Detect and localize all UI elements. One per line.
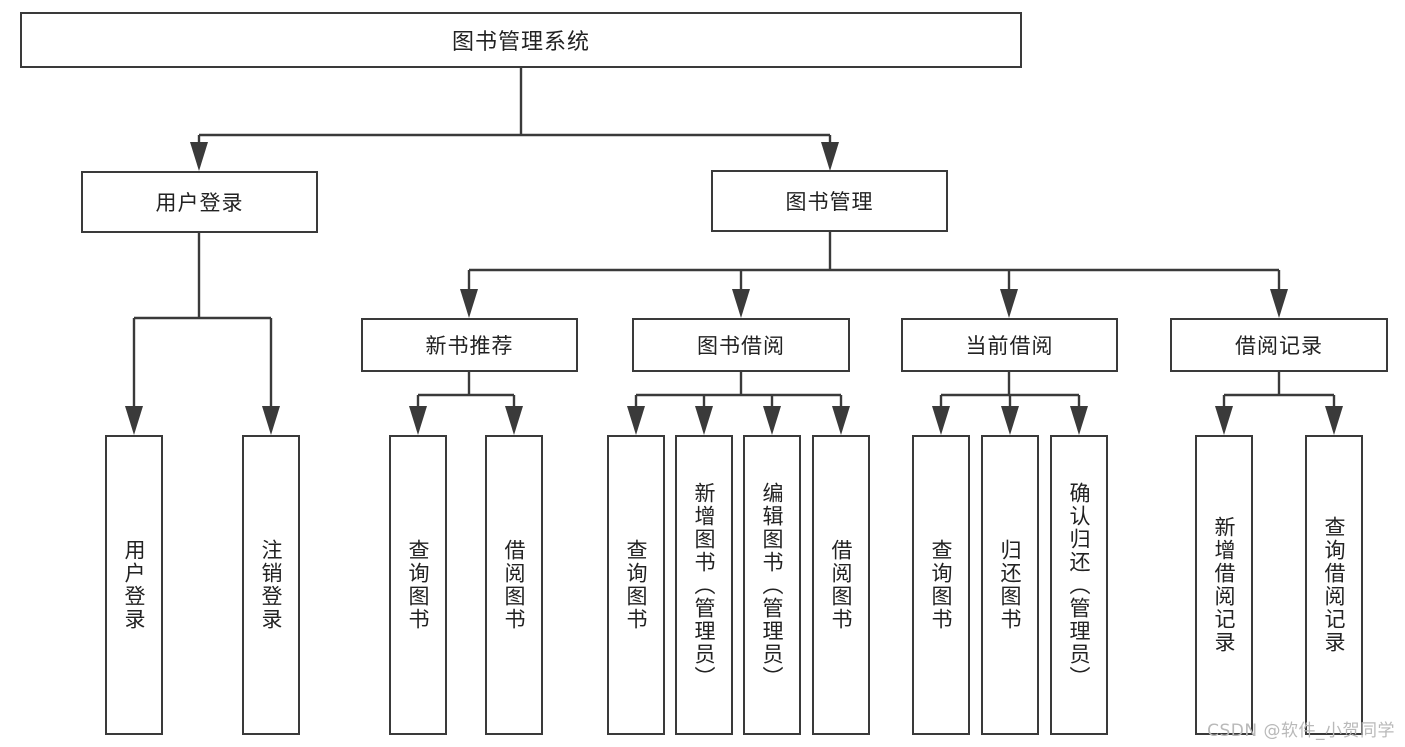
node-leaf-query-book-1-label: 查询图书 <box>406 539 431 631</box>
node-root[interactable]: 图书管理系统 <box>20 12 1022 68</box>
node-leaf-add-book-label: 新增图书（管理员） <box>692 481 717 689</box>
node-leaf-logout[interactable]: 注销登录 <box>242 435 300 735</box>
arrow-leaf-confirm-return <box>1070 406 1088 435</box>
arrow-leaf-query-book-3 <box>932 406 950 435</box>
arrow-leaf-return-book <box>1001 406 1019 435</box>
node-leaf-user-login-label: 用户登录 <box>122 539 147 631</box>
arrow-current-borrow <box>1000 289 1018 318</box>
node-leaf-confirm-return[interactable]: 确认归还（管理员） <box>1050 435 1108 735</box>
arrow-borrow-record <box>1270 289 1288 318</box>
node-leaf-borrow-book-1-label: 借阅图书 <box>502 539 527 631</box>
node-borrow-record[interactable]: 借阅记录 <box>1170 318 1388 372</box>
node-leaf-user-login[interactable]: 用户登录 <box>105 435 163 735</box>
arrow-book-manage <box>821 142 839 171</box>
node-leaf-logout-label: 注销登录 <box>259 539 284 631</box>
node-new-book-recommend[interactable]: 新书推荐 <box>361 318 578 372</box>
node-leaf-borrow-book-2[interactable]: 借阅图书 <box>812 435 870 735</box>
node-leaf-add-record-label: 新增借阅记录 <box>1212 516 1237 654</box>
node-leaf-query-book-1[interactable]: 查询图书 <box>389 435 447 735</box>
arrow-leaf-add-book <box>695 406 713 435</box>
arrow-leaf-borrow-book-2 <box>832 406 850 435</box>
node-leaf-query-book-2-label: 查询图书 <box>624 539 649 631</box>
arrow-leaf-add-record <box>1215 406 1233 435</box>
arrow-leaf-query-book-1 <box>409 406 427 435</box>
arrow-leaf-query-book-2 <box>627 406 645 435</box>
node-user-login-label: 用户登录 <box>155 191 244 215</box>
node-leaf-query-book-3[interactable]: 查询图书 <box>912 435 970 735</box>
node-leaf-edit-book[interactable]: 编辑图书（管理员） <box>743 435 801 735</box>
arrow-book-borrow <box>732 289 750 318</box>
node-leaf-query-record[interactable]: 查询借阅记录 <box>1305 435 1363 735</box>
node-leaf-query-record-label: 查询借阅记录 <box>1322 516 1347 654</box>
node-leaf-query-book-3-label: 查询图书 <box>929 539 954 631</box>
node-book-borrow[interactable]: 图书借阅 <box>632 318 850 372</box>
arrow-leaf-query-record <box>1325 406 1343 435</box>
arrow-leaf-borrow-book-1 <box>505 406 523 435</box>
node-leaf-borrow-book-2-label: 借阅图书 <box>829 539 854 631</box>
node-leaf-query-book-2[interactable]: 查询图书 <box>607 435 665 735</box>
node-leaf-return-book-label: 归还图书 <box>998 539 1023 631</box>
node-current-borrow[interactable]: 当前借阅 <box>901 318 1118 372</box>
node-book-manage[interactable]: 图书管理 <box>711 170 948 232</box>
node-book-borrow-label: 图书借阅 <box>697 334 785 358</box>
arrow-leaf-user-login <box>125 406 143 435</box>
node-leaf-confirm-return-label: 确认归还（管理员） <box>1067 481 1092 689</box>
node-new-book-recommend-label: 新书推荐 <box>425 334 514 358</box>
node-leaf-return-book[interactable]: 归还图书 <box>981 435 1039 735</box>
node-root-label: 图书管理系统 <box>451 30 590 55</box>
arrow-leaf-edit-book <box>763 406 781 435</box>
node-leaf-edit-book-label: 编辑图书（管理员） <box>760 481 785 689</box>
node-current-borrow-label: 当前借阅 <box>965 334 1054 358</box>
node-leaf-add-book[interactable]: 新增图书（管理员） <box>675 435 733 735</box>
node-leaf-borrow-book-1[interactable]: 借阅图书 <box>485 435 543 735</box>
node-leaf-add-record[interactable]: 新增借阅记录 <box>1195 435 1253 735</box>
arrow-leaf-logout <box>262 406 280 435</box>
node-book-manage-label: 图书管理 <box>785 190 874 214</box>
node-user-login[interactable]: 用户登录 <box>81 171 318 233</box>
arrow-new-book-recommend <box>460 289 478 318</box>
arrow-user-login <box>190 142 208 171</box>
node-borrow-record-label: 借阅记录 <box>1235 334 1323 358</box>
